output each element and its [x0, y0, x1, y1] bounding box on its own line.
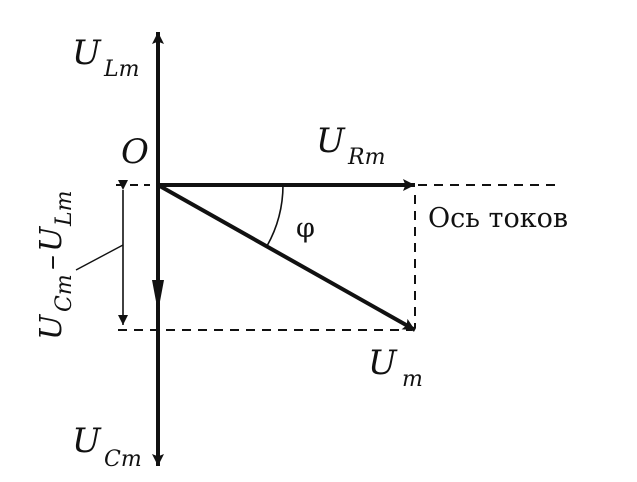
label-u-cm-subscript: Cm	[104, 447, 142, 472]
label-u-cm: U Cm	[72, 421, 142, 472]
difference-second-subscript: Lm	[52, 191, 77, 227]
label-u-m-subscript: m	[402, 367, 423, 392]
angle-phi-arc	[266, 184, 284, 247]
label-u-lm: U Lm	[72, 33, 139, 82]
origin-label: O	[121, 132, 149, 172]
difference-leader-line	[75, 244, 124, 271]
difference-second-symbol: U	[34, 225, 69, 252]
difference-label: U Cm – U Lm	[34, 191, 77, 340]
label-u-m: U m	[368, 343, 423, 392]
difference-first-subscript: Cm	[52, 274, 77, 312]
difference-label-text: U Cm – U Lm	[34, 191, 77, 340]
label-u-rm: U Rm	[316, 121, 385, 170]
vector-u-m	[157, 183, 416, 332]
current-axis-label: Ось токов	[428, 203, 568, 234]
label-u-rm-symbol: U	[316, 121, 346, 161]
label-u-cm-symbol: U	[72, 421, 102, 461]
difference-first-symbol: U	[34, 313, 69, 340]
angle-phi-label: φ	[296, 213, 315, 244]
label-u-lm-symbol: U	[72, 33, 102, 73]
label-u-m-symbol: U	[368, 343, 398, 383]
mid-arrow-head	[152, 280, 164, 312]
label-u-lm-subscript: Lm	[103, 57, 139, 82]
difference-operator: –	[34, 255, 69, 270]
label-u-rm-subscript: Rm	[347, 145, 385, 170]
